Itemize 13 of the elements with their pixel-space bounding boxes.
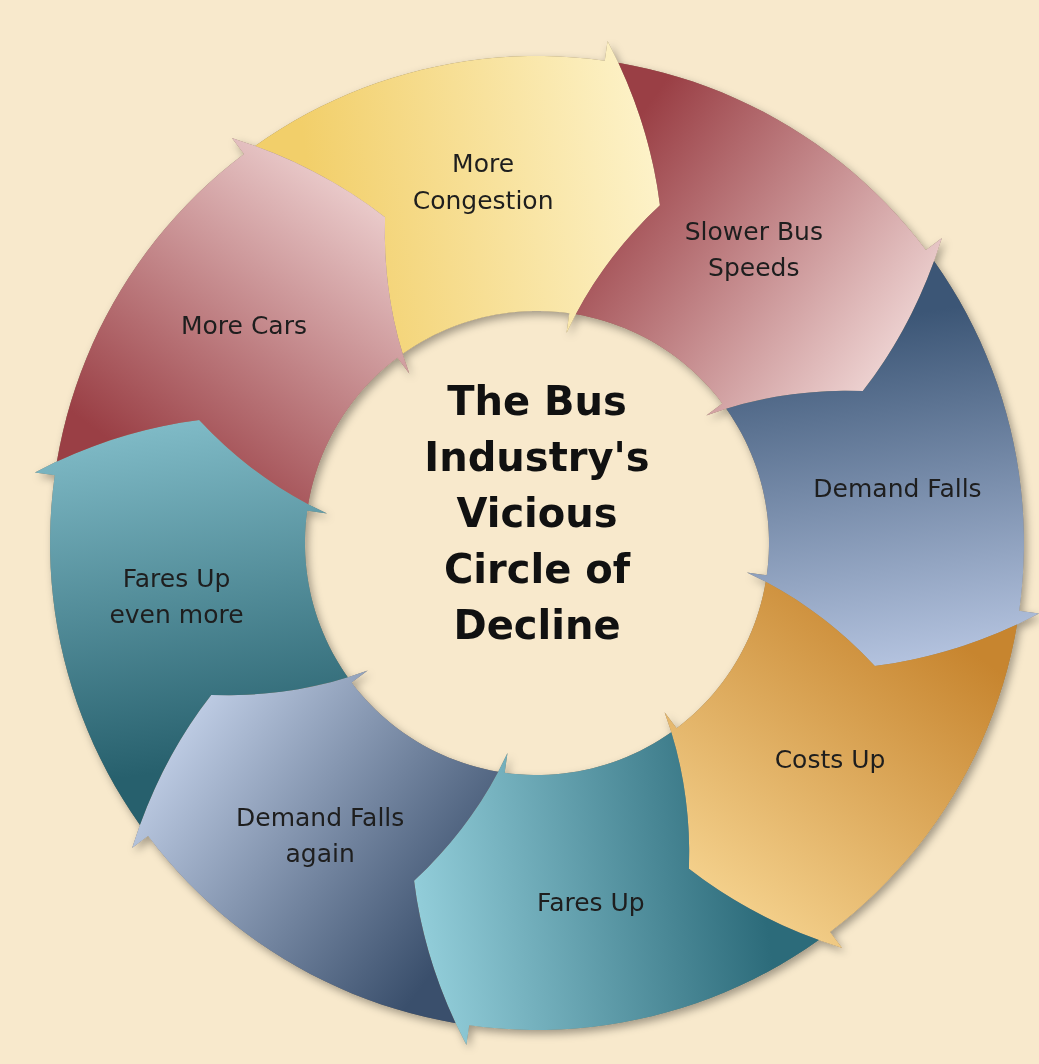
segment-label: More Congestion <box>411 148 555 217</box>
segment-label: Costs Up <box>774 743 886 776</box>
arrow-segment <box>132 670 499 1024</box>
arrow-segment <box>664 581 1018 948</box>
segment-label: Fares Up <box>537 887 645 920</box>
segment-label: Demand Falls again <box>235 801 406 870</box>
segment-label: More Cars <box>180 310 307 343</box>
diagram-title: The Bus Industry's Vicious Circle of Decline <box>423 377 651 650</box>
segment-label: Demand Falls <box>813 473 982 505</box>
segment-label: Fares Up even more <box>108 562 245 631</box>
segment-label: Slower Bus Speeds <box>683 215 824 284</box>
arrow-segment <box>34 420 348 825</box>
arrow-segment <box>56 138 410 505</box>
